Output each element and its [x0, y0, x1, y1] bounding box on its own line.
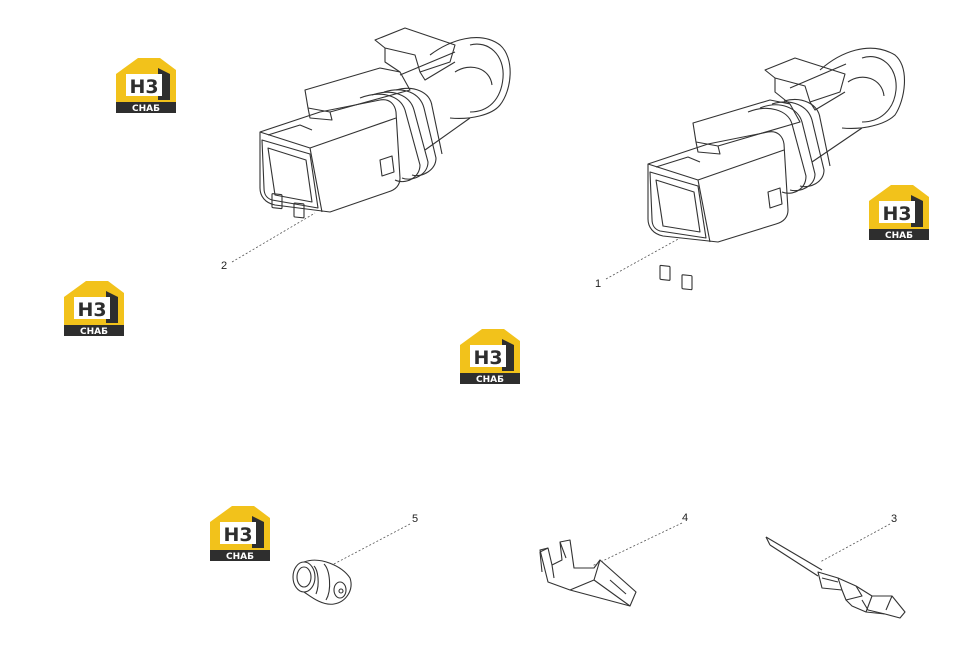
logo-caption: СНАБ [80, 327, 108, 337]
callout-number-4: 4 [682, 512, 688, 524]
callout-number-3: 3 [891, 513, 897, 525]
terminal-part-4 [539, 539, 637, 607]
callout-number-5: 5 [412, 513, 418, 525]
logo-letters: H3 [473, 347, 502, 369]
logo-letters: H3 [882, 203, 911, 225]
leader-line-3 [819, 523, 891, 563]
leader-line-4 [591, 522, 683, 567]
leader-lines [231, 212, 891, 567]
terminal-part-3 [765, 536, 906, 619]
logo-caption: СНАБ [132, 104, 160, 114]
logo-caption: СНАБ [476, 375, 504, 385]
leader-line-5 [331, 523, 411, 566]
logo-letters: H3 [77, 299, 106, 321]
leader-line-1 [605, 237, 681, 280]
logo-letters: H3 [129, 76, 158, 98]
logo-caption: СНАБ [226, 552, 254, 562]
connector-housing-1 [647, 47, 906, 291]
leader-line-2 [231, 212, 316, 263]
seal-part-5 [292, 559, 352, 605]
logo-letters: H3 [223, 524, 252, 546]
logo-caption: СНАБ [885, 231, 913, 241]
callout-number-1: 1 [595, 278, 601, 290]
callout-number-2: 2 [221, 260, 227, 272]
connector-housing-2 [259, 27, 511, 219]
